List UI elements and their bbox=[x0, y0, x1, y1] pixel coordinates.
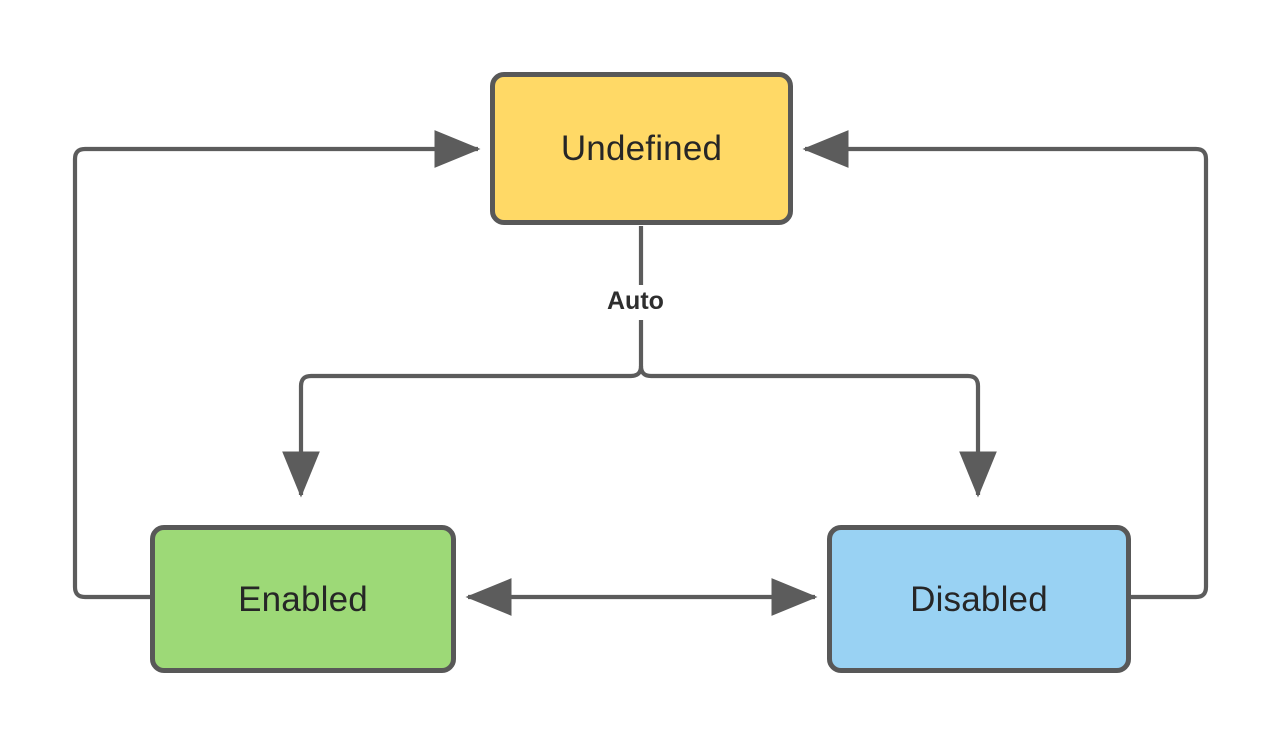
state-node-enabled-label: Enabled bbox=[238, 579, 368, 619]
state-node-undefined[interactable]: Undefined bbox=[490, 72, 793, 225]
edge-disabled-to-undefined bbox=[802, 130, 1209, 600]
state-node-undefined-label: Undefined bbox=[560, 129, 723, 168]
state-node-enabled[interactable]: Enabled bbox=[150, 525, 456, 673]
state-node-disabled[interactable]: Disabled bbox=[827, 525, 1131, 673]
edge-label-auto: Auto bbox=[598, 286, 673, 318]
edge-enabled-to-undefined bbox=[72, 130, 481, 600]
edge-branch-to-disabled bbox=[638, 365, 997, 498]
state-node-disabled-label: Disabled bbox=[910, 579, 1048, 619]
edge-undefined-to-branch-lower bbox=[282, 320, 644, 498]
